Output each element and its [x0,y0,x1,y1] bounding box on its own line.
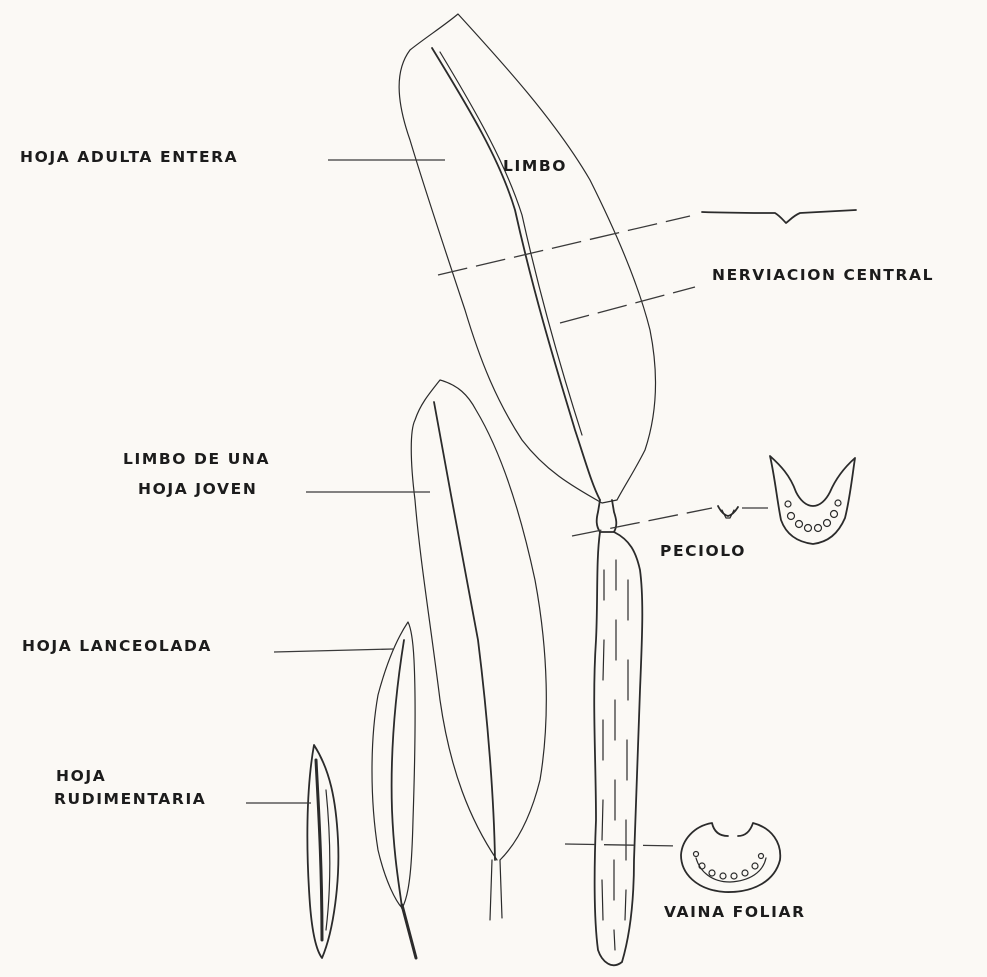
leader-hoja-lanceolada [274,649,393,652]
label-limbo-hoja-joven-2: HOJA JOVEN [138,480,257,499]
leader-petiole-section [572,508,712,536]
blade-cross-section [702,210,856,223]
sheath-cross-section-inner [696,858,766,882]
sheath-cross-section-vessels [694,852,764,880]
label-nerviacion-central: NERVIACION CENTRAL [712,266,934,285]
label-limbo-hoja-joven-1: LIMBO DE UNA [123,450,270,469]
rudimentary-leaf-inner [326,790,330,930]
lanceolate-leaf-midrib [392,640,404,908]
label-limbo: LIMBO [503,157,567,176]
leaf-sheath [594,532,642,965]
petiole-cross-section-vessels [785,500,841,532]
petiole-cross-section-small [718,506,738,516]
leader-blade-section [438,216,690,275]
label-vaina-foliar: VAINA FOLIAR [664,903,806,922]
adult-leaf-midrib [432,48,600,500]
leader-sheath-section [565,844,680,846]
lanceolate-leaf-stalk [402,905,416,958]
label-hoja-lanceolada: HOJA LANCEOLADA [22,637,212,656]
adult-leaf-midrib-shade [440,52,582,435]
rudimentary-leaf-midrib [316,760,322,940]
petiole-cross-section [770,456,855,544]
young-leaf-blade [411,380,546,860]
young-leaf-stalk [490,860,502,920]
label-hoja-adulta-entera: HOJA ADULTA ENTERA [20,148,238,167]
label-hoja-rudimentaria-1: HOJA [56,767,106,786]
leader-nerviacion-central [560,287,695,323]
label-peciolo: PECIOLO [660,542,746,561]
lanceolate-leaf [372,622,415,908]
label-hoja-rudimentaria-2: RUDIMENTARIA [54,790,206,809]
young-leaf-midrib [434,402,495,860]
leaf-sheath-hatching [602,560,628,950]
